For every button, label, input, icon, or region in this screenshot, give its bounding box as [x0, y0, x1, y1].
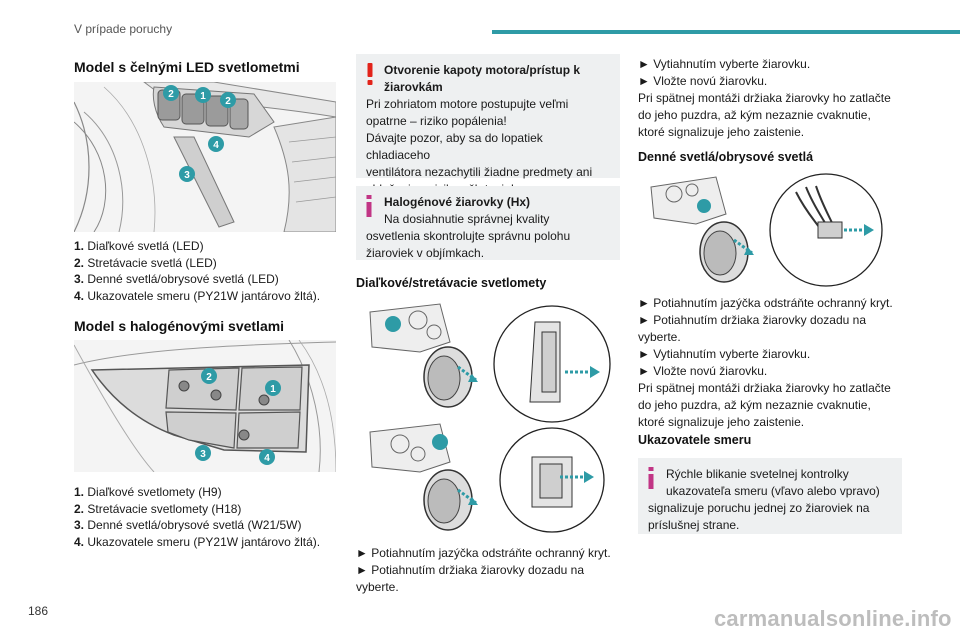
warning-line: Dávajte pozor, aby sa do lopatiek chladi…	[366, 131, 543, 162]
drl-figure	[646, 172, 904, 290]
led-headlamp-figure: 2 1 2 4 3	[74, 82, 336, 232]
info-line: osvetlenia skontrolujte správnu polohu	[366, 229, 571, 243]
led-bulb-list: 1. Diaľkové svetlá (LED) 2. Stretávacie …	[74, 238, 344, 304]
warning-box: Otvorenie kapoty motora/prístup k žiarov…	[356, 54, 620, 196]
page-number: 186	[28, 604, 49, 618]
led-badge	[195, 87, 211, 103]
halogen-model-heading: Model s halogénovými svetlami	[74, 318, 285, 334]
high-low-beam-steps: ► Potiahnutím jazýčka odstráňte ochranný…	[356, 546, 611, 594]
led-badge	[220, 92, 236, 108]
drl-steps: ► Potiahnutím jazýčka odstráňte ochranný…	[638, 296, 893, 429]
warning-line: opatrne – riziko popálenia!	[366, 114, 507, 128]
halogen-badge-label: 3	[200, 449, 206, 460]
header-accent-bar	[492, 30, 960, 34]
info-icon	[366, 195, 372, 217]
list-item: 2. Stretávacie svetlá (LED)	[74, 255, 217, 270]
list-item: 4. Ukazovatele smeru (PY21W jantárovo žl…	[74, 534, 321, 549]
info-title: Halogénové žiarovky (Hx)	[384, 195, 531, 209]
led-badge	[208, 136, 224, 152]
warning-line: Pri zohriatom motore postupujte veľmi	[366, 97, 569, 111]
info-box-halogen: Halogénové žiarovky (Hx) Na dosiahnutie …	[356, 186, 620, 260]
led-badge-label: 4	[213, 140, 219, 151]
list-item: 3. Denné svetlá/obrysové svetlá (LED)	[74, 272, 279, 287]
led-badge	[179, 166, 195, 182]
warning-line: ventilátora nezachytili žiadne predmety …	[366, 165, 593, 179]
turn-signal-heading: Ukazovatele smeru	[638, 433, 752, 447]
led-model-heading: Model s čelnými LED svetlometmi	[74, 59, 300, 75]
warning-title-line-2: žiarovkám	[384, 80, 443, 94]
info-line: Na dosiahnutie správnej kvality	[384, 212, 550, 226]
halogen-badge	[265, 380, 281, 396]
halogen-badge-label: 2	[206, 372, 212, 383]
halogen-badge	[201, 368, 217, 384]
halogen-badge-label: 4	[264, 453, 270, 464]
list-item: 1. Diaľkové svetlomety (H9)	[74, 485, 222, 499]
drl-heading: Denné svetlá/obrysové svetlá	[638, 150, 814, 164]
led-badge-label: 1	[200, 91, 206, 102]
led-badge	[163, 85, 179, 101]
info-box-turn-signal: Rýchle blikanie svetelnej kontrolky ukaz…	[638, 458, 902, 534]
led-badge-label: 3	[184, 170, 190, 181]
halogen-badge	[259, 449, 275, 465]
warning-exclamation-icon	[367, 63, 373, 85]
info-line: ukazovateľa smeru (vľavo alebo vpravo)	[666, 484, 880, 498]
info-icon	[648, 467, 654, 489]
halogen-badge	[195, 445, 211, 461]
info-line: Rýchle blikanie svetelnej kontrolky	[666, 467, 849, 481]
list-item: 2. Stretávacie svetlomety (H18)	[74, 501, 242, 516]
watermark: carmanualsonline.info	[714, 606, 952, 631]
warning-title-line-1: Otvorenie kapoty motora/prístup k	[384, 63, 581, 77]
led-badge-label: 2	[168, 89, 174, 100]
halogen-headlamp-figure: 2 1 3 4	[74, 340, 336, 472]
bulb-replace-steps: ► Vytiahnutím vyberte žiarovku. ► Vložte…	[638, 57, 891, 139]
list-item: 4. Ukazovatele smeru (PY21W jantárovo žl…	[74, 288, 321, 303]
high-low-beam-figure	[360, 302, 618, 536]
high-low-beam-heading: Diaľkové/stretávacie svetlomety	[356, 276, 547, 290]
list-item: 3. Denné svetlá/obrysové svetlá (W21/5W)	[74, 518, 302, 533]
info-line: žiaroviek v objímkach.	[366, 246, 485, 260]
info-line: príslušnej strane.	[648, 518, 740, 532]
halogen-bulb-list: 1. Diaľkové svetlomety (H9) 2. Stretávac…	[74, 484, 344, 550]
list-item: 1. Diaľkové svetlá (LED)	[74, 239, 204, 253]
led-badge-label: 2	[225, 96, 231, 107]
running-header: V prípade poruchy	[74, 22, 173, 36]
info-line: signalizuje poruchu jednej zo žiaroviek …	[648, 501, 870, 515]
halogen-badge-label: 1	[270, 384, 276, 395]
